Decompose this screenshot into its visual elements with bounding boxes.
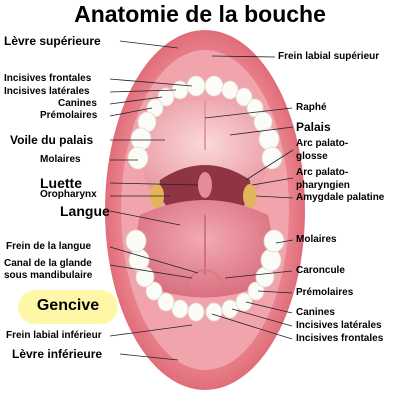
leader-line	[245, 301, 293, 314]
label-incisives-frontales-top: Incisives frontales	[4, 73, 92, 84]
label-caroncule: Caroncule	[296, 265, 345, 276]
label-canines-top: Canines	[58, 98, 97, 109]
label-arc-palato-pharyngien-2: pharyngien	[296, 180, 350, 191]
leader-lines	[109, 40, 294, 361]
tooth	[125, 229, 147, 253]
leader-line	[109, 96, 163, 105]
label-palais: Palais	[296, 120, 331, 134]
leader-line	[257, 290, 293, 294]
leader-line	[211, 55, 276, 58]
label-langue: Langue	[60, 203, 110, 219]
leader-line	[119, 353, 179, 361]
label-luette: Luette	[40, 175, 82, 191]
leader-line	[109, 324, 193, 337]
tooth	[187, 302, 205, 322]
tooth	[204, 75, 224, 97]
leader-line	[224, 270, 293, 279]
label-canal-line-1: Canal de la glande	[4, 258, 92, 269]
leader-line	[109, 89, 177, 93]
frenulum	[184, 269, 226, 286]
label-frein-labial-inferieur: Frein labial inférieur	[6, 330, 102, 341]
label-premolaires-top: Prémolaires	[40, 110, 98, 121]
tooth	[221, 80, 239, 100]
leader-line	[275, 239, 294, 244]
label-canal-line-2: sous mandibulaire	[4, 270, 93, 281]
label-frein-labial-superieur: Frein labial supérieur	[278, 51, 380, 62]
label-arc-palato-pharyngien-1: Arc palato-	[296, 167, 349, 178]
label-arc-palato-glosse-1: Arc palato-	[296, 138, 349, 149]
leader-line	[109, 78, 193, 87]
leader-line	[251, 177, 294, 186]
label-voile-du-palais: Voile du palais	[10, 133, 94, 147]
tooth	[127, 146, 149, 170]
label-molaires-left: Molaires	[40, 154, 81, 165]
label-incisives-laterales-bottom: Incisives latérales	[296, 320, 382, 331]
label-premolaires-bottom: Prémolaires	[296, 287, 354, 298]
tongue	[136, 200, 272, 298]
tooth	[128, 248, 150, 272]
leader-line	[229, 126, 294, 136]
gencive-highlight	[18, 290, 118, 324]
tooth	[263, 229, 285, 253]
leader-line	[255, 195, 294, 199]
leader-line	[109, 264, 193, 279]
tooth	[145, 281, 163, 301]
uvula	[198, 172, 212, 198]
diagram-title: Anatomie de la bouche	[74, 1, 326, 27]
tooth	[221, 299, 239, 319]
tooth	[157, 292, 175, 312]
leader-line	[109, 210, 181, 226]
tooth	[157, 87, 175, 107]
label-incisives-frontales-bottom: Incisives frontales	[296, 333, 384, 344]
leader-line	[109, 182, 199, 186]
label-raphe: Raphé	[296, 102, 327, 113]
tooth	[235, 292, 253, 312]
leader-line	[245, 149, 294, 181]
leader-line	[109, 246, 199, 274]
tooth	[130, 127, 152, 151]
upper-teeth	[127, 75, 283, 170]
label-frein-de-la-langue: Frein de la langue	[6, 241, 92, 252]
label-oropharynx: Oropharynx	[40, 189, 97, 200]
label-molaires-right: Molaires	[296, 234, 337, 245]
label-levre-inferieure: Lèvre inférieure	[12, 347, 103, 361]
label-amygdale-palatine: Amygdale palatine	[296, 192, 385, 203]
label-levre-superieure: Lèvre supérieure	[4, 34, 101, 48]
label-gencive: Gencive	[36, 297, 100, 314]
tonsil-right	[243, 184, 257, 208]
tooth	[261, 146, 283, 170]
leader-line	[119, 40, 179, 49]
leader-line	[231, 308, 293, 327]
tooth	[171, 299, 189, 319]
leader-line	[204, 107, 293, 119]
label-arc-palato-glosse-2: glosse	[296, 151, 328, 162]
tooth	[205, 302, 223, 322]
leader-line	[211, 313, 293, 340]
tooth	[235, 87, 253, 107]
label-canines-bottom: Canines	[296, 307, 335, 318]
leader-line	[109, 107, 153, 117]
label-incisives-laterales-top: Incisives latérales	[4, 86, 90, 97]
tooth	[260, 248, 282, 272]
